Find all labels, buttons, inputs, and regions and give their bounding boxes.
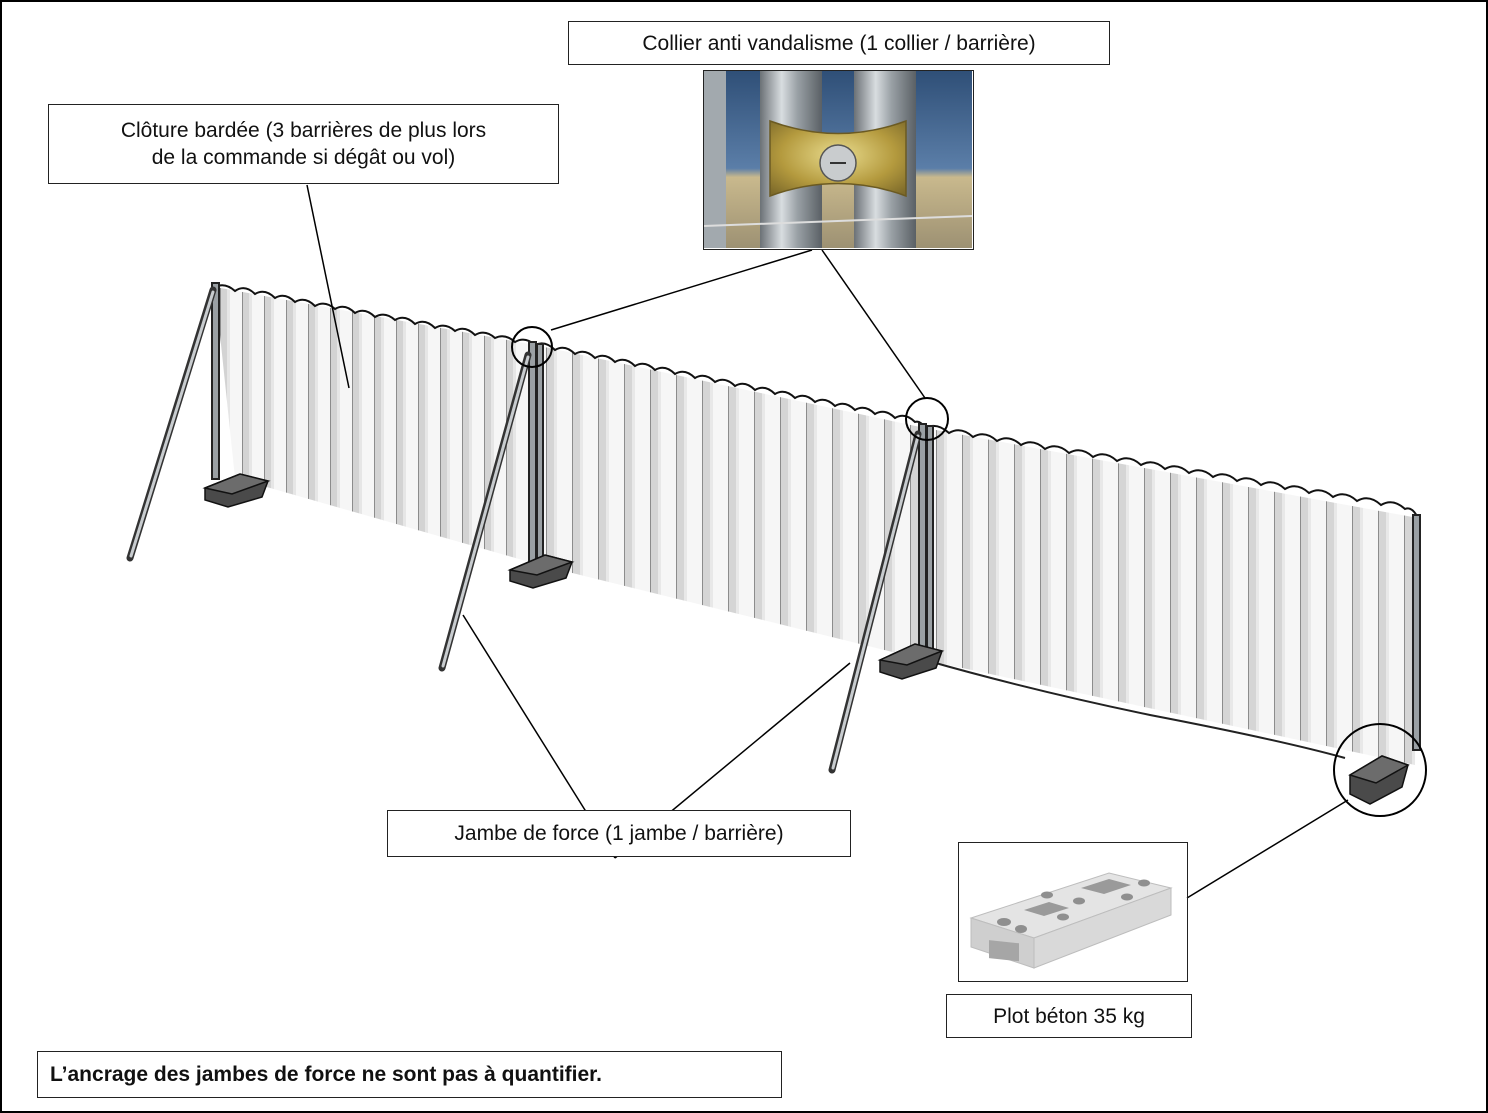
collar-photo: [703, 70, 974, 250]
brace-label-text: Jambe de force (1 jambe / barrière): [454, 822, 784, 845]
fence-panel-2: [534, 342, 926, 660]
fence-label-line-2: de la commande si dégât ou vol): [151, 146, 456, 169]
note-label-text: L’ancrage des jambes de force ne sont pa…: [50, 1063, 603, 1086]
fence-label: Clôture bardée (3 barrières de plus lors…: [48, 104, 559, 184]
collar-label: Collier anti vandalisme (1 collier / bar…: [568, 21, 1110, 65]
concrete-block-photo-icon: [959, 843, 1186, 980]
note-label: L’ancrage des jambes de force ne sont pa…: [37, 1051, 782, 1098]
clamp-photo-icon: [704, 71, 973, 248]
collar-label-text: Collier anti vandalisme (1 collier / bar…: [642, 31, 1036, 55]
fence-panel-1: [214, 284, 540, 565]
block-label: Plot béton 35 kg: [946, 994, 1192, 1038]
block-label-text: Plot béton 35 kg: [993, 1004, 1145, 1028]
highlight-circles: [511, 326, 1427, 817]
concrete-feet: [202, 473, 1410, 805]
fence-posts: [211, 282, 1421, 751]
fence-label-line-1: Clôture bardée (3 barrières de plus lors: [120, 119, 487, 142]
brace-label: Jambe de force (1 jambe / barrière): [387, 810, 851, 857]
fence-panel-3: [924, 424, 1419, 765]
concrete-block-photo: [958, 842, 1188, 982]
